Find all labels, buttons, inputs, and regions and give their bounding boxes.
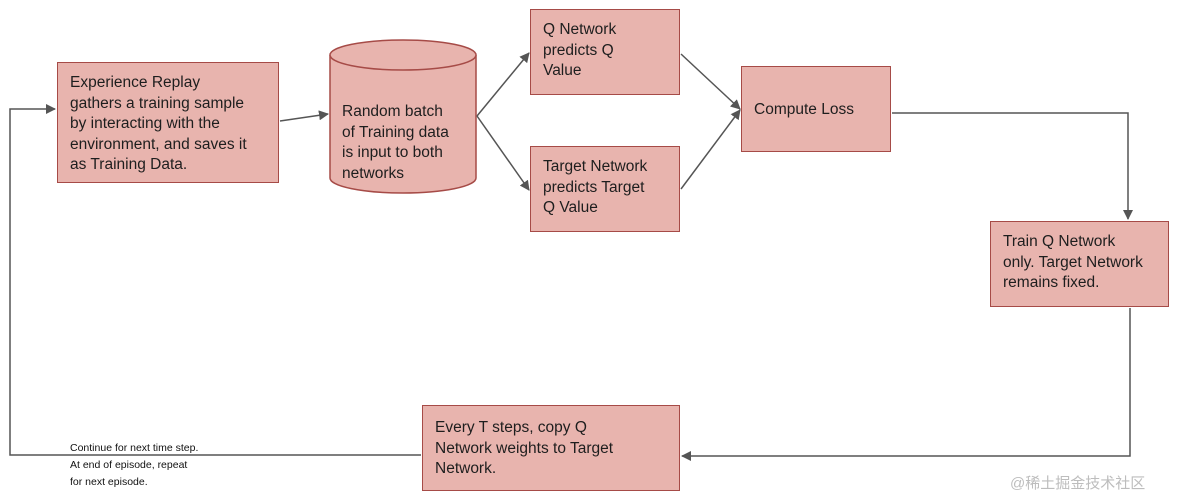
database-cylinder xyxy=(329,39,477,194)
arrow-copy-to-experience xyxy=(9,104,421,456)
loop-note: Continue for next time step. At end of e… xyxy=(70,442,199,488)
compute-loss-box: Compute Loss xyxy=(741,66,891,152)
target-network-box: Target Network predicts Target Q Value xyxy=(530,146,680,232)
watermark: @稀土掘金技术社区 xyxy=(1010,475,1146,492)
arrow-train-to-copy xyxy=(681,308,1131,461)
arrow-qnetwork-to-loss xyxy=(680,53,741,110)
arrow-batch-to-targetnetwork xyxy=(476,115,530,191)
train-q-network-box: Train Q Network only. Target Network rem… xyxy=(990,221,1169,307)
arrow-experience-to-batch xyxy=(279,110,329,122)
arrow-targetnetwork-to-loss xyxy=(680,109,741,190)
random-batch-label: Random batch of Training data is input t… xyxy=(342,103,449,182)
copy-weights-box: Every T steps, copy Q Network weights to… xyxy=(422,405,680,491)
experience-replay-box: Experience Replay gathers a training sam… xyxy=(57,62,279,183)
arrow-batch-to-qnetwork xyxy=(476,52,530,117)
q-network-box: Q Network predicts Q Value xyxy=(530,9,680,95)
arrow-loss-to-train xyxy=(892,112,1133,220)
